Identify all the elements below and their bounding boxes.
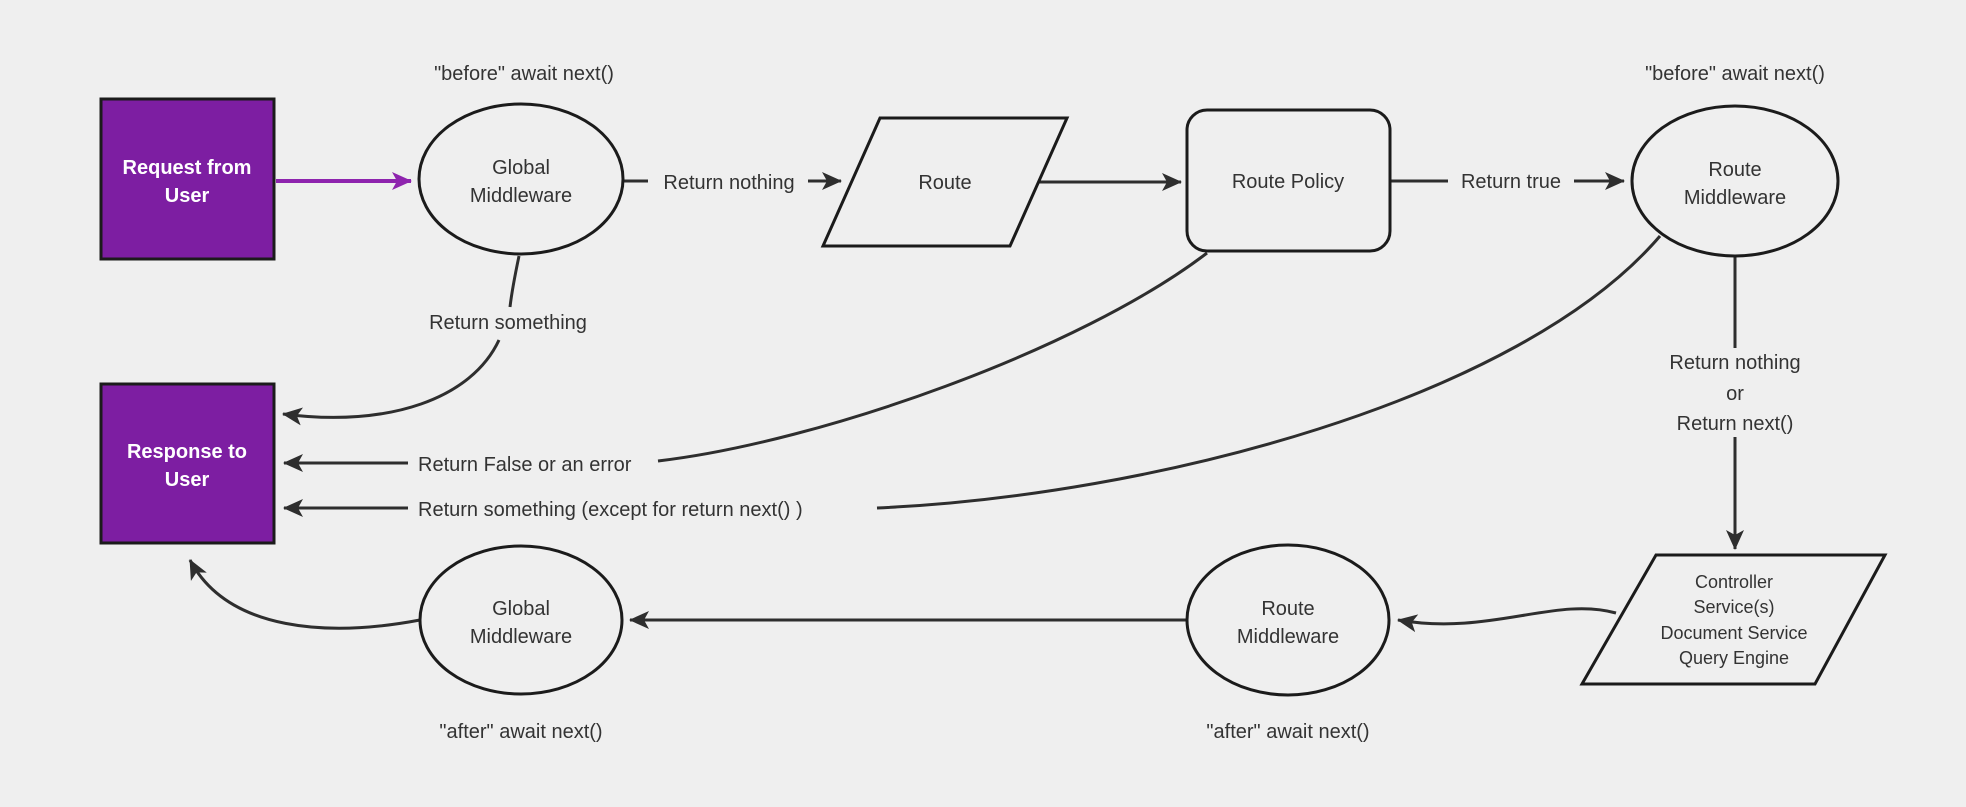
node-request-from-user: Request from User: [99, 97, 276, 261]
label-before-await-left: "before" await next(): [434, 63, 614, 85]
edge-return-something-lower: [282, 339, 501, 426]
edge-return-false-curve: [657, 251, 1208, 463]
edge-controller-to-route-middleware-bottom: [1397, 607, 1617, 633]
label-return-something-except: Return something (except for return next…: [418, 499, 803, 521]
route-policy-label: Route Policy: [1232, 171, 1344, 193]
controller-line1: Controller: [1695, 572, 1773, 592]
label-before-await-right: "before" await next(): [1645, 63, 1825, 85]
label-after-await-left: "after" await next(): [439, 721, 602, 743]
controller-line2: Service(s): [1693, 597, 1774, 617]
label-mask: [648, 166, 808, 196]
request-label-line1: Request from: [123, 157, 252, 179]
label-return-nothing: Return nothing: [663, 172, 794, 194]
route-middleware-bottom-line2: Middleware: [1237, 626, 1339, 648]
label-return-false-or-error: Return False or an error: [418, 454, 632, 476]
route-middleware-top-line1: Route: [1708, 159, 1761, 181]
label-return-true: Return true: [1461, 171, 1561, 193]
label-return-block-line3: Return next(): [1677, 413, 1794, 435]
label-return-block-line2: or: [1726, 383, 1744, 405]
global-middleware-top-line2: Middleware: [470, 185, 572, 207]
label-after-await-right: "after" await next(): [1206, 721, 1369, 743]
node-route-middleware-bottom: Route Middleware: [1185, 543, 1391, 697]
controller-line4: Query Engine: [1679, 648, 1789, 668]
node-controller-services: Controller Service(s) Document Service Q…: [1579, 553, 1888, 686]
route-middleware-top-line2: Middleware: [1684, 187, 1786, 209]
node-route-middleware-top: Route Middleware: [1630, 104, 1840, 258]
global-middleware-bottom-line2: Middleware: [470, 626, 572, 648]
controller-line3: Document Service: [1660, 623, 1807, 643]
node-route: Route: [820, 116, 1070, 248]
route-middleware-bottom-line1: Route: [1261, 598, 1314, 620]
request-label-line2: User: [165, 185, 210, 207]
response-label-line1: Response to: [127, 441, 247, 463]
route-label: Route: [918, 172, 971, 194]
node-route-policy: Route Policy: [1185, 108, 1392, 253]
node-response-to-user: Response to User: [99, 382, 276, 545]
edge-global-middleware-bottom-to-response: [188, 559, 421, 630]
label-return-nothing-or-next: Return nothing or Return next(): [1669, 352, 1800, 435]
node-global-middleware-top: Global Middleware: [417, 102, 625, 256]
label-return-block-line1: Return nothing: [1669, 352, 1800, 374]
global-middleware-top-line1: Global: [492, 157, 550, 179]
label-mask: [1448, 166, 1574, 196]
label-return-something: Return something: [429, 312, 587, 334]
global-middleware-bottom-line1: Global: [492, 598, 550, 620]
edge-return-something-except-curve: [876, 235, 1662, 510]
edge-return-something-upper: [508, 255, 521, 308]
node-global-middleware-bottom: Global Middleware: [418, 544, 624, 696]
response-label-line2: User: [165, 469, 210, 491]
